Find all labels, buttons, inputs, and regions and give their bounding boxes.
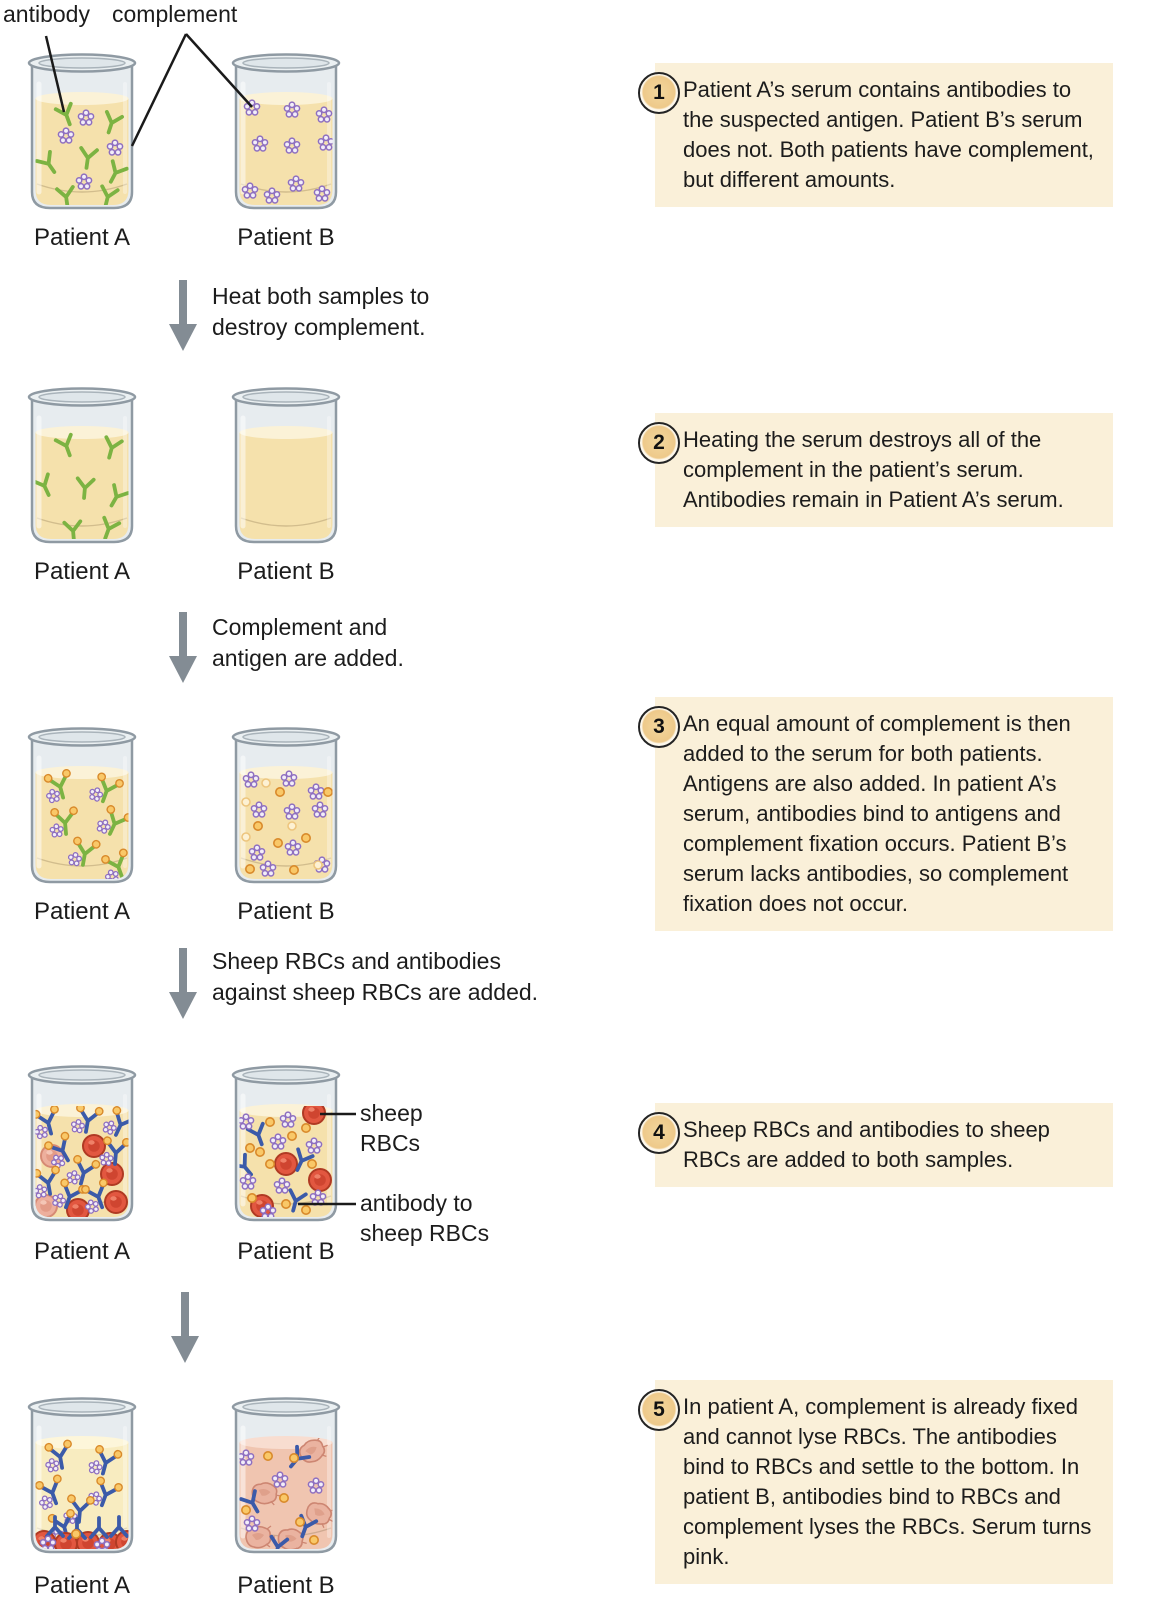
step-4-text: Sheep RBCs and antibodies to sheep RBCs … [683,1117,1050,1172]
patient-a-label: Patient A [33,224,131,251]
step-4-box: 4 Sheep RBCs and antibodies to sheep RBC… [638,1103,1113,1187]
step-3-text: An equal amount of complement is then ad… [683,711,1071,916]
step-3-box: 3 An equal amount of complement is then … [638,697,1113,931]
down-arrow-icon [168,280,198,357]
step-2-number-badge: 2 [638,422,680,464]
step-5-number: 5 [653,1398,665,1421]
patient-a-label: Patient A [33,1238,131,1265]
down-arrow-icon [170,1292,200,1369]
arrow-caption-heat: Heat both samples to destroy complement. [212,283,430,340]
step-2-number: 2 [653,431,665,454]
beaker-step5-patient-a [18,1392,146,1564]
step-5-box: 5 In patient A, complement is already fi… [638,1380,1113,1584]
beaker-step1-patient-b [222,48,350,220]
step-4-number-badge: 4 [638,1112,680,1154]
step-3-number-badge: 3 [638,706,680,748]
down-arrow-icon [168,948,198,1025]
patient-b-label: Patient B [237,558,335,585]
step-2-box: 2 Heating the serum destroys all of the … [638,413,1113,527]
step-1-number: 1 [653,81,665,104]
patient-a-label: Patient A [33,558,131,585]
patient-a-label: Patient A [33,898,131,925]
patient-b-label: Patient B [237,224,335,251]
arrow-caption-sheep-rbcs: Sheep RBCs and antibodies against sheep … [212,948,539,1005]
step-1-number-badge: 1 [638,72,680,114]
patient-b-label: Patient B [237,1238,335,1265]
patient-a-label: Patient A [33,1572,131,1599]
antibody-label: antibody [3,1,90,27]
step-1-box: 1 Patient A’s serum contains antibodies … [638,63,1113,207]
step-5-number-badge: 5 [638,1389,680,1431]
sheep-rbcs-label: sheep RBCs [360,1100,423,1156]
step-3-number: 3 [653,715,665,738]
antibody-to-sheep-rbcs-label: antibody to sheep RBCs [360,1190,490,1246]
complement-label: complement [112,1,238,27]
beaker-step3-patient-a [18,722,146,894]
patient-b-label: Patient B [237,1572,335,1599]
step-2-text: Heating the serum destroys all of the co… [683,427,1064,512]
beaker-step2-patient-a [18,382,146,554]
step-4-number: 4 [653,1121,665,1144]
step-1-text: Patient A’s serum contains antibodies to… [683,77,1094,192]
beaker-step1-patient-a [18,48,146,220]
arrow-caption-complement-antigen: Complement and antigen are added. [212,614,404,671]
beaker-step5-patient-b [222,1392,350,1564]
patient-b-label: Patient B [237,898,335,925]
beaker-step2-patient-b [222,382,350,554]
beaker-step4-patient-a [18,1060,146,1232]
down-arrow-icon [168,612,198,689]
beaker-step3-patient-b [222,722,350,894]
step-5-text: In patient A, complement is already fixe… [683,1394,1092,1569]
beaker-step4-patient-b [222,1060,350,1232]
